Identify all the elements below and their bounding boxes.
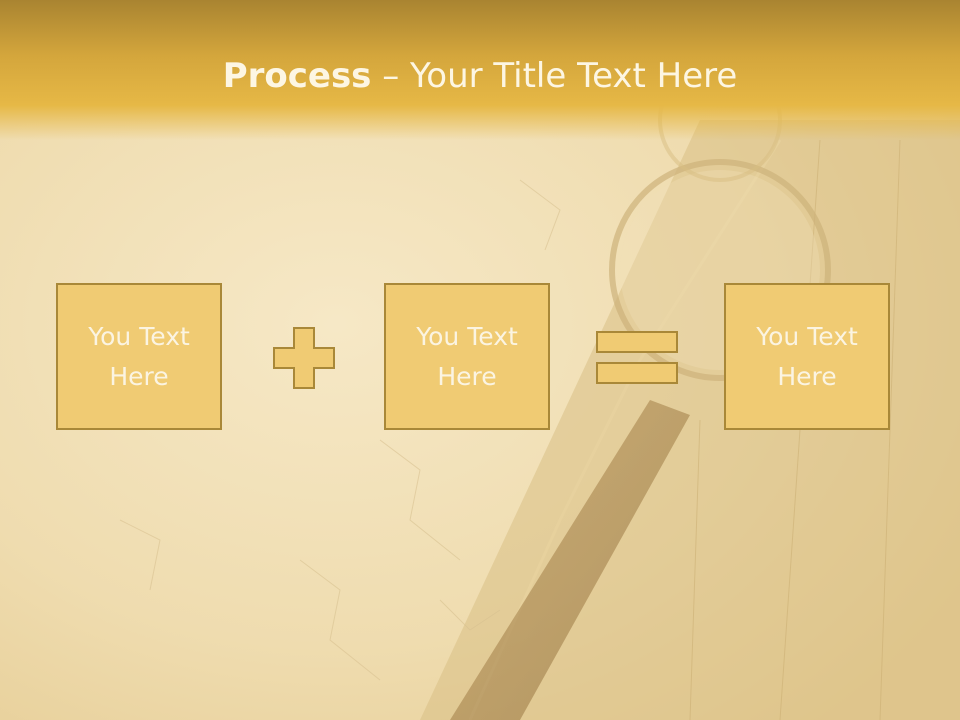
process-box-2-text: You Text Here — [416, 321, 518, 391]
process-box-1-text: You Text Here — [88, 321, 190, 391]
header-band — [0, 0, 960, 140]
title-rest: – Your Title Text Here — [371, 56, 738, 96]
process-box-3[interactable]: You Text Here — [724, 283, 890, 430]
process-box-3-text: You Text Here — [756, 321, 858, 391]
slide-title: Process – Your Title Text Here — [0, 55, 960, 97]
title-bold: Process — [222, 56, 372, 96]
equals-icon — [596, 331, 678, 384]
process-box-2[interactable]: You Text Here — [384, 283, 550, 430]
plus-icon — [273, 327, 335, 389]
process-box-1[interactable]: You Text Here — [56, 283, 222, 430]
